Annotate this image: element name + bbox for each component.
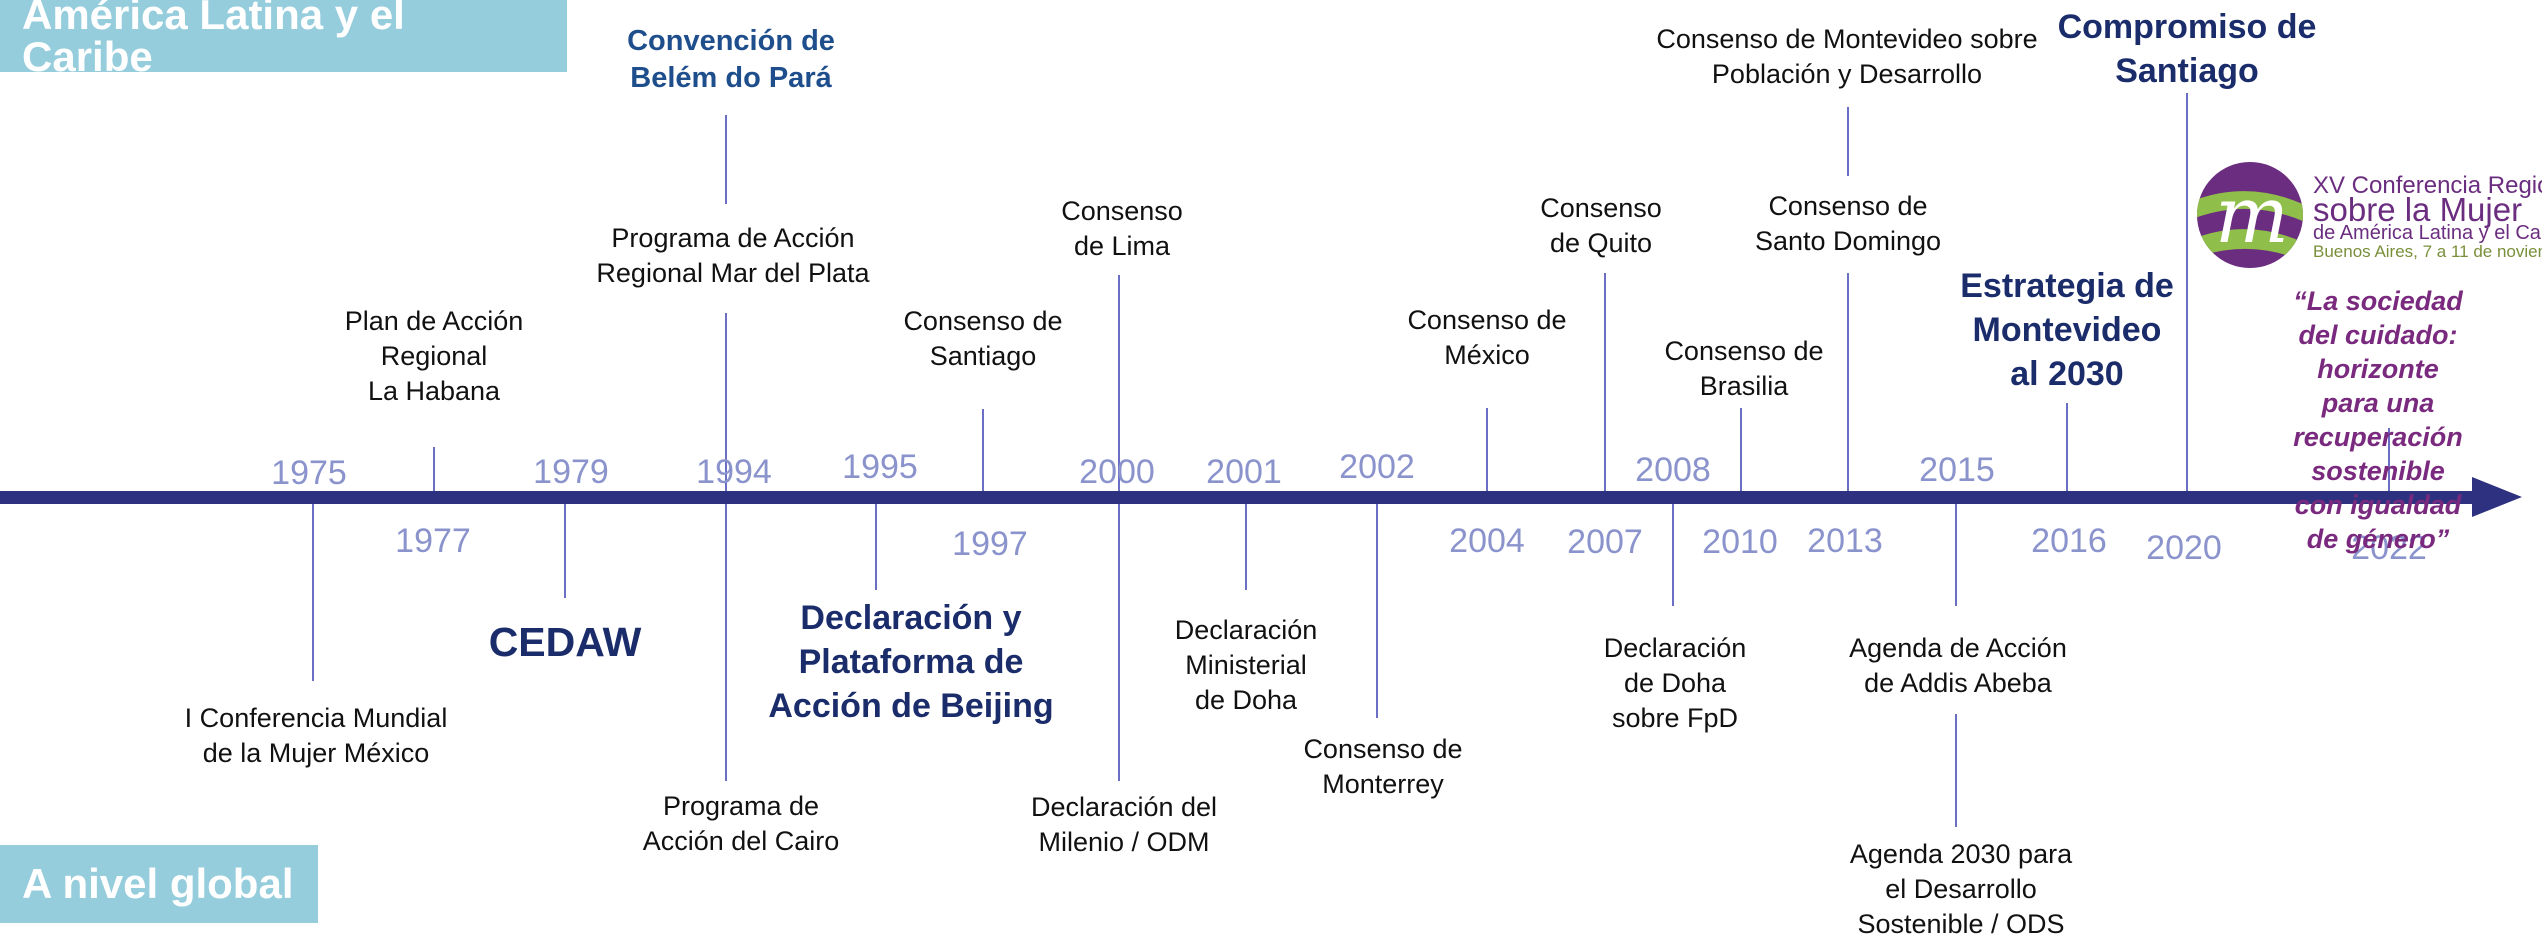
year-2007: 2007	[1567, 523, 1643, 561]
year-2013: 2013	[1807, 522, 1883, 560]
event-consenso-lima: Consenso de Lima	[1061, 196, 1183, 261]
event-conferencia-mundial-mexico: I Conferencia Mundial de la Mujer México	[184, 703, 448, 768]
year-2002: 2002	[1339, 448, 1415, 486]
timeline-arrowhead	[2472, 477, 2522, 517]
event-doha-fpd: Declaración de Doha sobre FpD	[1603, 633, 1747, 733]
year-2022: 2022	[2351, 529, 2427, 567]
event-plan-la-habana: Plan de Acción Regional La Habana	[344, 306, 524, 406]
event-consenso-mexico: Consenso de México	[1407, 305, 1567, 370]
conference-logo-letter: m	[2215, 171, 2289, 261]
regional-badge: América Latina y el Caribe	[0, 0, 567, 78]
conference-title-line3: de América Latina y el Caribe	[2313, 222, 2542, 244]
year-2008: 2008	[1635, 451, 1711, 489]
year-2000: 2000	[1079, 453, 1155, 491]
event-estrategia-montevideo: Estrategia de Montevideo al 2030	[1960, 267, 2174, 393]
event-consenso-santo-domingo: Consenso de Santo Domingo	[1754, 191, 1942, 256]
event-consenso-brasilia: Consenso de Brasilia	[1664, 336, 1824, 401]
year-2001: 2001	[1206, 453, 1282, 491]
year-1975: 1975	[271, 454, 347, 492]
conference-title-line1: XV Conferencia Regional	[2313, 172, 2542, 199]
year-2020: 2020	[2146, 529, 2222, 567]
year-1997: 1997	[952, 525, 1028, 563]
event-consenso-santiago: Consenso de Santiago	[903, 306, 1063, 371]
year-2010: 2010	[1702, 523, 1778, 561]
event-programa-cairo: Programa de Acción del Cairo	[642, 791, 840, 856]
global-badge: A nivel global	[0, 845, 318, 923]
event-doha-ministerial: Declaración Ministerial de Doha	[1174, 615, 1318, 715]
conference-title-line2: sobre la Mujer	[2313, 191, 2523, 228]
event-cedaw: CEDAW	[488, 619, 642, 665]
year-2016: 2016	[2031, 522, 2107, 560]
event-compromiso-santiago: Compromiso de Santiago	[2057, 8, 2317, 90]
event-consenso-quito: Consenso de Quito	[1540, 193, 1662, 258]
year-1977: 1977	[395, 522, 471, 560]
year-1995: 1995	[842, 448, 918, 486]
year-2015: 2015	[1919, 451, 1995, 489]
event-belem-do-para: Convención de Belém do Pará	[627, 25, 835, 94]
year-2004: 2004	[1449, 522, 1525, 560]
conference-date: Buenos Aires, 7 a 11 de noviembre 2022	[2313, 242, 2542, 261]
event-milenio-odm: Declaración del Milenio / ODM	[1030, 792, 1218, 857]
event-consenso-monterrey: Consenso de Monterrey	[1303, 734, 1463, 799]
year-1994: 1994	[696, 453, 772, 491]
year-1979: 1979	[533, 453, 609, 491]
event-addis-abeba: Agenda de Acción de Addis Abeba	[1849, 633, 2067, 698]
event-consenso-montevideo: Consenso de Montevideo sobre Población y…	[1656, 24, 2038, 89]
event-mar-del-plata: Programa de Acción Regional Mar del Plat…	[596, 223, 870, 288]
timeline-axis	[0, 491, 2490, 504]
event-beijing: Declaración y Plataforma de Acción de Be…	[768, 599, 1054, 725]
conference-quote: “La sociedad del cuidado: horizonte para…	[2293, 286, 2463, 554]
event-agenda-2030: Agenda 2030 para el Desarrollo Sostenibl…	[1849, 839, 2073, 939]
